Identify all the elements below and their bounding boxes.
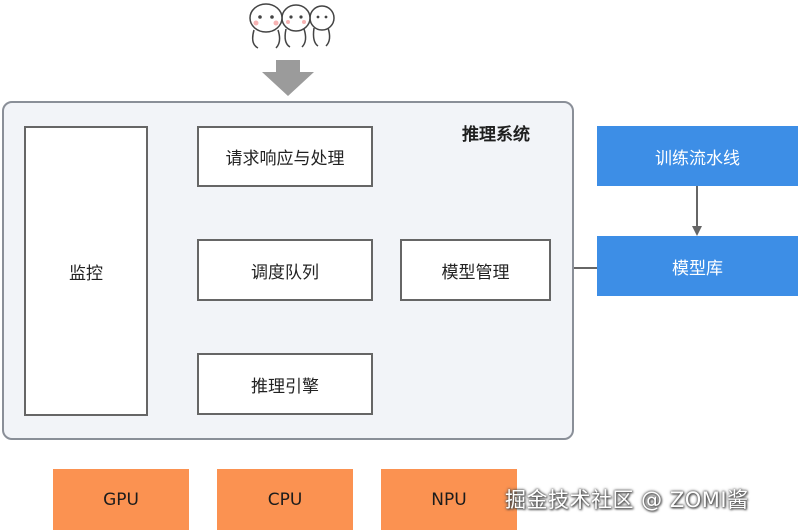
training-pipeline-box: 训练流水线 [597, 126, 798, 186]
inference-engine-label: 推理引擎 [251, 376, 319, 397]
request-handling-box: 请求响应与处理 [197, 126, 373, 187]
hardware-cpu-label: CPU [267, 489, 303, 510]
scheduling-queue-box: 调度队列 [197, 239, 373, 301]
watermark-text: 掘金技术社区 @ ZOMI酱 [505, 488, 749, 512]
system-title: 推理系统 [462, 125, 530, 145]
input-arrow [262, 60, 314, 96]
hardware-npu-box: NPU [381, 469, 517, 530]
model-repository-box: 模型库 [597, 236, 798, 296]
users-icon [249, 3, 335, 49]
hardware-gpu-box: GPU [53, 469, 189, 530]
model-management-label: 模型管理 [441, 262, 510, 283]
training-pipeline-label: 训练流水线 [655, 148, 740, 169]
model-management-box: 模型管理 [400, 239, 551, 301]
scheduling-queue-label: 调度队列 [251, 262, 319, 283]
hardware-gpu-label: GPU [103, 489, 139, 510]
hardware-cpu-box: CPU [217, 469, 353, 530]
request-handling-label: 请求响应与处理 [225, 149, 345, 169]
hardware-npu-label: NPU [431, 489, 467, 510]
monitor-box: 监控 [24, 126, 148, 416]
monitor-label: 监控 [69, 263, 103, 284]
model-repository-label: 模型库 [672, 258, 723, 279]
inference-engine-box: 推理引擎 [197, 353, 373, 415]
